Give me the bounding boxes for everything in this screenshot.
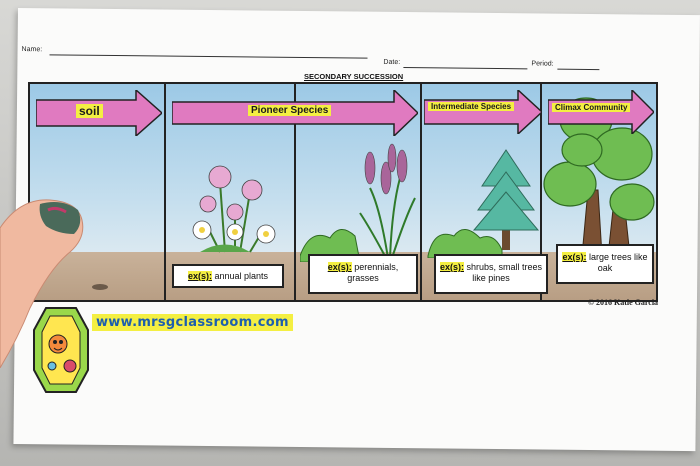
example-box-intermediate: ex(s): perennials, grasses [308,254,418,294]
stage-label-intermediate: Intermediate Species [428,102,515,111]
succession-diagram: soil Pioneer Species Intermediate Specie… [28,82,658,302]
arrow-climax [548,90,654,134]
example-box-shrubs: ex(s): shrubs, small trees like pines [434,254,548,294]
copyright-text: © 2016 Katie Garcia [588,298,659,307]
name-label: Name: [21,46,43,54]
example-prefix: ex(s): [439,262,464,272]
hand-thumb [0,199,84,368]
example-text: perennials, grasses [347,262,399,283]
flowers-icon [192,165,276,253]
stage-label-soil: soil [76,104,103,118]
date-label: Date: [383,58,401,67]
example-box-pioneer: ex(s): annual plants [172,264,284,288]
grasses-icon [300,143,416,262]
example-text: shrubs, small trees like pines [466,262,543,283]
example-text: large trees like oak [589,252,648,273]
cell-mascot-logo [33,307,89,393]
rock-icon [92,284,108,290]
stage-label-climax: Climax Community [552,103,631,112]
pine-tree-icon [427,149,540,258]
example-prefix: ex(s): [562,252,587,262]
date-line [403,67,528,70]
example-prefix: ex(s): [187,271,212,281]
example-box-climax: ex(s): large trees like oak [556,244,654,284]
website-url[interactable]: www.mrsgclassroom.com [92,314,293,331]
name-line [49,54,368,59]
period-line [557,68,600,71]
example-prefix: ex(s): [327,262,352,272]
stage-label-pioneer: Pioneer Species [248,105,332,116]
worksheet-title: SECONDARY SUCCESSION [304,72,404,81]
arrow-intermediate [424,90,542,134]
example-text: annual plants [214,271,269,281]
period-label: Period: [531,60,554,68]
